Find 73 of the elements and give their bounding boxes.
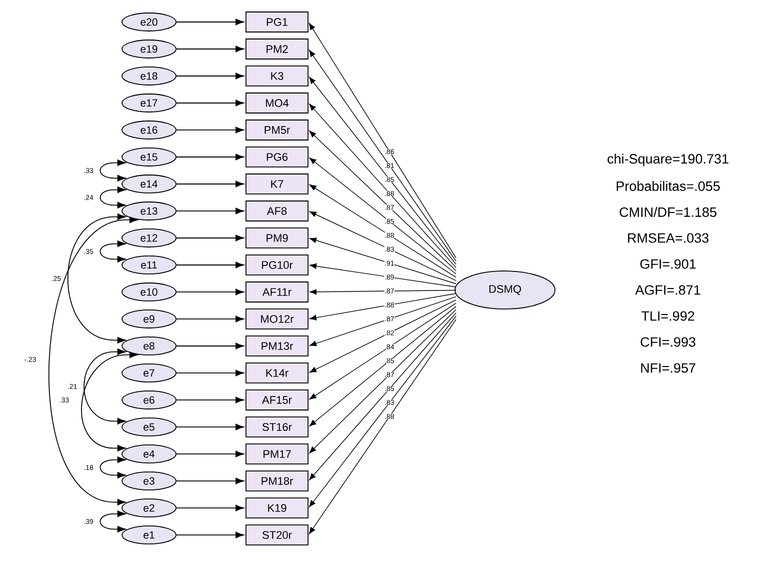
arrow [176, 424, 244, 430]
arrow [176, 262, 244, 268]
arrow [176, 234, 244, 242]
covariance-arrow [100, 160, 126, 182]
arrow [176, 288, 244, 296]
arrow [176, 208, 244, 214]
arrow [176, 342, 244, 350]
fit-statistic: CFI=.993 [640, 337, 696, 347]
observed-variable-box: PM18r [246, 470, 308, 492]
arrow [176, 100, 244, 106]
covariance-arrow [48, 216, 138, 506]
observed-variable-box: PG6 [246, 146, 308, 168]
observed-variable-box: PM2 [246, 38, 308, 60]
arrow [176, 316, 244, 322]
fit-statistic: Probabilitas=.055 [616, 181, 720, 191]
observed-variable-box: K7 [246, 174, 308, 194]
loading-arrow [309, 158, 456, 274]
observed-variable-box: PM13r [246, 336, 308, 356]
fit-statistic: NFI=.957 [641, 363, 696, 373]
covariance-arrow [67, 214, 126, 344]
loading-arrow [309, 211, 456, 281]
loading-arrow [309, 184, 456, 278]
observed-variable-box: PM9 [246, 228, 308, 248]
loading-arrow [310, 263, 456, 288]
loading-arrow [309, 309, 456, 454]
observed-variable-box: PM17 [246, 444, 308, 464]
loading-arrow [309, 300, 456, 373]
observed-variable-box: ST20r [246, 524, 308, 546]
observed-variable-box: PG1 [246, 12, 308, 32]
loading-arrow [309, 238, 456, 284]
fit-statistic: GFI=.901 [640, 259, 696, 269]
observed-variable-box: MO4 [246, 92, 308, 114]
covariance-arrow [100, 456, 126, 478]
observed-variable-box: K3 [246, 66, 308, 86]
observed-variable-box: PG10r [246, 254, 308, 276]
loading-arrow [309, 312, 456, 480]
covariance-arrow [100, 240, 126, 262]
loading-arrow [309, 296, 456, 346]
observed-variable-box: K19 [246, 498, 308, 518]
observed-variable-box: K14r [246, 362, 308, 384]
fit-statistic: RMSEA=.033 [628, 233, 708, 243]
observed-variable-box: AF8 [246, 200, 308, 222]
loading-arrow [309, 130, 456, 272]
loading-arrow [309, 306, 456, 426]
arrow [176, 46, 244, 52]
fit-statistic: TLI=.992 [641, 311, 694, 321]
covariance-arrow [84, 348, 126, 424]
arrow [176, 396, 244, 404]
arrow [176, 126, 244, 134]
observed-variable-box: ST16r [246, 416, 308, 438]
observed-variable-box: AF15r [246, 390, 308, 410]
loading-arrow [310, 289, 456, 295]
fit-statistic: chi-Square=190.731 [608, 154, 728, 166]
covariance-arrow [100, 510, 126, 532]
arrow [176, 370, 244, 376]
arrow [176, 504, 244, 512]
arrow [176, 180, 244, 188]
arrow [176, 478, 244, 484]
arrow [176, 450, 244, 458]
arrow [176, 154, 244, 160]
observed-variable-box: AF11r [246, 282, 308, 302]
loading-arrow [310, 293, 456, 320]
covariance-arrow [81, 352, 138, 452]
arrow [176, 532, 244, 538]
arrow [176, 72, 244, 80]
fit-statistic: AGFI=.871 [635, 285, 700, 295]
arrow [176, 18, 244, 26]
observed-variable-box: MO12r [246, 308, 308, 330]
fit-statistic: CMIN/DF=1.185 [620, 207, 716, 217]
loading-arrow [309, 104, 456, 268]
covariance-arrow [100, 186, 126, 208]
observed-variable-box: PM5r [246, 120, 308, 140]
loading-arrow [309, 302, 456, 400]
